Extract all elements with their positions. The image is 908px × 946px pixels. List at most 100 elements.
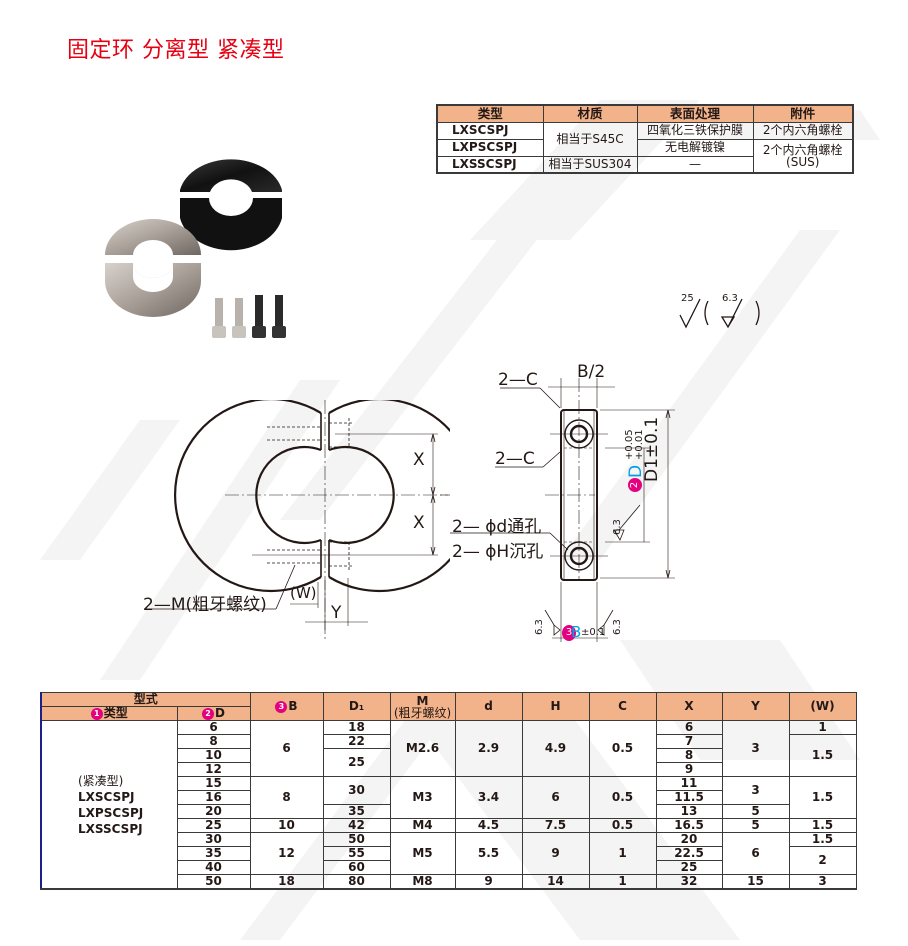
material-table-header: 类型 材质 表面处理 附件 — [436, 104, 854, 123]
cell-d1: 60 — [322, 860, 391, 875]
header-h: H — [521, 692, 590, 721]
w-dimension: (W) — [290, 584, 317, 602]
cell-d: 40 — [176, 860, 251, 875]
side-view-drawing: 2—C B/2 2—C 2— ϕd通孔 2— ϕH沉孔 D1±0.1 2 D +… — [440, 360, 700, 650]
roughness-specific: 6.3 — [722, 293, 738, 304]
b-badge: 3 — [562, 625, 576, 641]
type-line1: (紧凑型) — [78, 773, 124, 788]
cell-d-small: 9 — [454, 874, 523, 890]
cell-y: 3 — [721, 720, 790, 777]
header-x: X — [655, 692, 723, 721]
cell-d: 35 — [176, 846, 251, 861]
cell-m: M8 — [389, 874, 456, 890]
surface-cell: — — [636, 155, 754, 174]
table-row: 10 25 8 — [41, 748, 856, 777]
bolts — [212, 295, 286, 338]
model-cell: LXPSCSPJ — [436, 138, 544, 157]
cell-c: 0.5 — [588, 776, 657, 819]
cell-d: 20 — [176, 804, 251, 819]
surface-roughness-symbol: 25 6.3 — [678, 293, 778, 331]
cell-d1: 42 — [322, 818, 391, 833]
b-tolerance: ±0.1 — [581, 627, 606, 638]
badge-3: 3 — [275, 700, 288, 713]
roughness-general: 25 — [681, 293, 694, 304]
cell-h: 6 — [521, 776, 590, 819]
cell-d-small: 5.5 — [454, 832, 523, 875]
cell-d1: 35 — [322, 804, 391, 819]
cell-b: 18 — [249, 874, 324, 890]
chamfer-mid-label: 2—C — [495, 449, 535, 469]
page-title: 固定环 分离型 紧凑型 — [67, 38, 285, 63]
cell-d: 6 — [176, 720, 251, 735]
cell-d1: 30 — [322, 776, 391, 805]
cell-d1: 80 — [322, 874, 391, 890]
cell-x: 25 — [655, 860, 723, 875]
roughness-d: 6.3 — [612, 519, 623, 535]
table-row: (紧凑型) LXSCSPJ LXPSCSPJ LXSSCSPJ 6 6 18 M… — [41, 720, 857, 890]
cell-x: 32 — [655, 874, 723, 890]
accessory-line1: 2个内六角螺栓 — [762, 142, 843, 157]
cell-d: 8 — [176, 734, 251, 749]
cell-x: 9 — [655, 762, 723, 777]
cell-d: 12 — [176, 762, 251, 777]
cell-m: M3 — [389, 776, 456, 819]
cell-w: 1.5 — [788, 734, 857, 777]
header-group: 型式 — [40, 692, 251, 707]
cell-d-small: 4.5 — [454, 818, 523, 833]
black-collar — [180, 159, 282, 251]
cell-b: 12 — [249, 832, 324, 875]
accessory-line2: (SUS) — [786, 154, 820, 169]
cell-x: 8 — [655, 748, 723, 763]
cell-h: 9 — [521, 832, 590, 875]
cell-y: 15 — [721, 874, 790, 890]
cell-w: 1.5 — [788, 818, 857, 833]
header-material: 材质 — [542, 104, 638, 123]
cell-y: 3 — [721, 776, 790, 805]
cell-w: 1 — [788, 720, 857, 735]
material-cell: 相当于S45C — [542, 121, 638, 157]
y-dimension: Y — [331, 603, 342, 623]
cell-h: 4.9 — [521, 720, 590, 777]
badge-1: 1 — [90, 707, 103, 720]
cell-x: 7 — [655, 734, 723, 749]
cell-m: M5 — [389, 832, 456, 875]
accessory-cell: 2个内六角螺栓 (SUS) — [752, 138, 854, 174]
chamfer-top-label: 2—C — [498, 370, 538, 390]
cell-x: 16.5 — [655, 818, 723, 833]
table-row: 25 10 42 M4 4.5 7.5 0.5 16.5 5 1.5 — [41, 818, 857, 833]
table-row: 35 55 22.5 2 — [41, 846, 857, 875]
accessory-cell: 2个内六角螺栓 — [752, 121, 854, 140]
table-row: 8 22 7 1.5 — [41, 734, 857, 777]
cell-d: 10 — [176, 748, 251, 763]
type-line4: LXSSCSPJ — [78, 821, 143, 836]
badge-2: 2 — [202, 707, 215, 720]
roughness-b-left: 6.3 — [534, 619, 545, 635]
cell-w: 3 — [788, 874, 857, 890]
cell-m: M4 — [389, 818, 456, 833]
d-badge: 2 — [628, 478, 642, 492]
material-cell: 相当于SUS304 — [542, 155, 638, 174]
cell-d1: 55 — [322, 846, 391, 861]
cell-d: 30 — [176, 832, 251, 847]
cell-x: 6 — [655, 720, 723, 735]
header-d1: D₁ — [322, 692, 391, 721]
material-table: 类型 材质 表面处理 附件 LXSCSPJ 相当于S45C 四氧化三铁保护膜 2… — [436, 104, 854, 174]
cell-d: 25 — [176, 818, 251, 833]
cell-d: 15 — [176, 776, 251, 791]
cell-x: 11 — [655, 776, 723, 791]
model-cell: LXSSCSPJ — [436, 155, 544, 174]
header-c: C — [588, 692, 657, 721]
cell-b: 6 — [249, 720, 324, 777]
type-line3: LXPSCSPJ — [78, 805, 144, 820]
cell-c: 1 — [588, 874, 657, 890]
x-upper-dimension: X — [413, 450, 425, 470]
cell-w: 1.5 — [788, 776, 857, 819]
cell-d-small: 2.9 — [454, 720, 523, 777]
cell-c: 0.5 — [588, 720, 657, 777]
